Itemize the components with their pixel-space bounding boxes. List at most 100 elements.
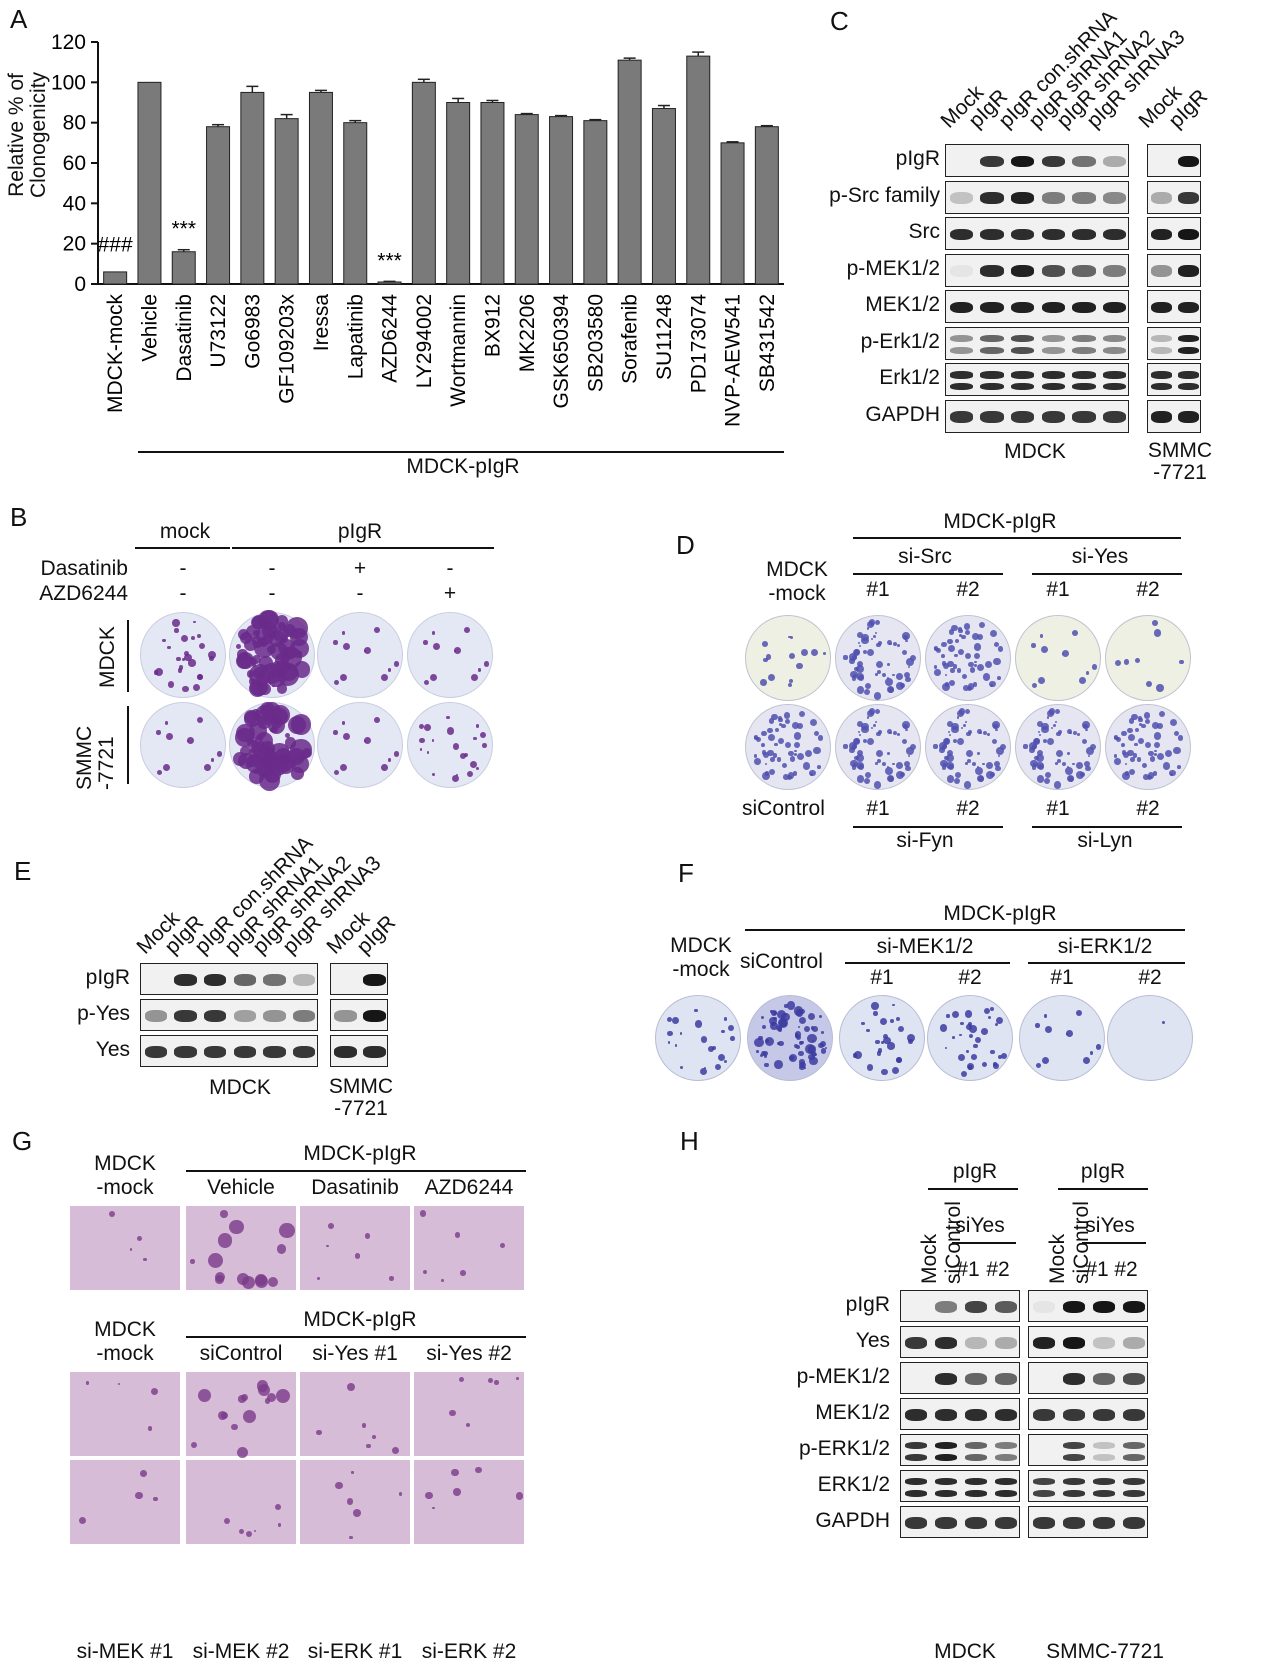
- blot-band: [1122, 1517, 1146, 1529]
- colony: [944, 1046, 947, 1049]
- colony: [1072, 630, 1078, 636]
- colony: [217, 1232, 233, 1248]
- colony: [773, 1016, 777, 1021]
- colony: [1052, 723, 1056, 727]
- colony: [761, 772, 770, 781]
- colony: [264, 1398, 271, 1404]
- colony: [843, 655, 848, 660]
- colony: [275, 1503, 282, 1510]
- colony: [1037, 721, 1044, 728]
- colony: [824, 1047, 828, 1050]
- colony: [252, 654, 262, 664]
- colony: [515, 1491, 524, 1500]
- colony: [794, 1030, 802, 1038]
- blot-band: [964, 1517, 988, 1529]
- colony: [866, 620, 875, 629]
- colony: [760, 679, 767, 686]
- colony: [1045, 771, 1052, 778]
- y-tick-label: 0: [74, 273, 86, 296]
- panel-f-si-erk: si-ERK1/2: [1057, 935, 1153, 958]
- colony: [764, 1036, 774, 1046]
- panel-d-si-fyn: si-Fyn: [896, 829, 954, 852]
- panel-g-row2-label: si-Yes #1: [312, 1342, 398, 1365]
- colony: [856, 750, 863, 757]
- colony: [886, 729, 892, 735]
- panel-f-sicontrol: siControl: [740, 950, 823, 973]
- blot-band: [1072, 371, 1096, 379]
- blot-band: [1103, 155, 1127, 168]
- colony: [419, 1210, 427, 1217]
- colony: [906, 1034, 915, 1043]
- colony: [286, 617, 308, 639]
- blot-band: [1103, 371, 1127, 379]
- colony: [1124, 763, 1127, 766]
- colony-dish: [317, 612, 403, 698]
- blot-band: [1072, 228, 1096, 241]
- colony: [339, 763, 348, 772]
- panel-c-cell-mdck: MDCK: [1004, 440, 1066, 463]
- colony: [905, 728, 908, 732]
- colony: [1031, 765, 1037, 770]
- colony: [875, 660, 884, 669]
- blot-band: [949, 228, 973, 241]
- bar: [686, 55, 711, 285]
- colony: [781, 762, 787, 769]
- colony: [472, 736, 477, 741]
- colony: [1121, 743, 1126, 748]
- colony: [897, 1025, 904, 1033]
- colony: [153, 670, 159, 675]
- colony: [270, 672, 277, 678]
- x-tick-label: U73122: [207, 294, 230, 368]
- colony: [246, 1530, 253, 1537]
- colony: [152, 1496, 158, 1502]
- blot-strip: [140, 963, 318, 995]
- colony: [1081, 720, 1090, 729]
- blot-band: [949, 411, 973, 423]
- colony: [451, 1468, 459, 1477]
- blot-band: [980, 334, 1004, 342]
- colony: [942, 737, 951, 746]
- blot-strip: [330, 1035, 388, 1067]
- y-tick-label: 100: [51, 71, 86, 94]
- colony: [333, 730, 338, 735]
- colony: [904, 676, 911, 683]
- sign-dasatinib: +: [353, 557, 367, 580]
- colony: [1035, 1023, 1040, 1028]
- colony: [897, 733, 901, 737]
- colony: [974, 660, 977, 664]
- colony: [884, 767, 893, 776]
- colony: [1114, 659, 1122, 667]
- colony: [892, 1003, 895, 1006]
- x-tick-label: Go6983: [241, 294, 264, 369]
- blot-band: [1011, 334, 1035, 342]
- colony: [796, 723, 803, 729]
- blot-band: [174, 1046, 197, 1058]
- colony: [1076, 771, 1084, 780]
- colony: [387, 668, 391, 672]
- colony: [465, 1422, 471, 1427]
- colony: [998, 754, 1001, 757]
- colony: [787, 635, 791, 639]
- colony: [851, 676, 857, 681]
- colony: [761, 743, 766, 748]
- colony: [776, 757, 781, 762]
- colony: [877, 670, 882, 675]
- colony: [870, 637, 874, 641]
- colony: [317, 1277, 321, 1281]
- colony-dish: [1105, 615, 1191, 701]
- colony: [354, 1253, 361, 1259]
- colony: [198, 642, 205, 650]
- blot-band: [1151, 192, 1172, 204]
- colony: [904, 765, 911, 772]
- colony-dish: [839, 995, 925, 1081]
- colony: [361, 1423, 366, 1428]
- blot-band: [144, 1010, 168, 1022]
- colony: [236, 1272, 249, 1285]
- colony: [886, 765, 890, 769]
- colony: [901, 738, 907, 744]
- panel-g-mock-2: MDCK -mock: [80, 1318, 170, 1366]
- colony-dish: [927, 995, 1013, 1081]
- colony: [996, 746, 1005, 755]
- colony: [1046, 709, 1055, 718]
- colony: [862, 738, 867, 743]
